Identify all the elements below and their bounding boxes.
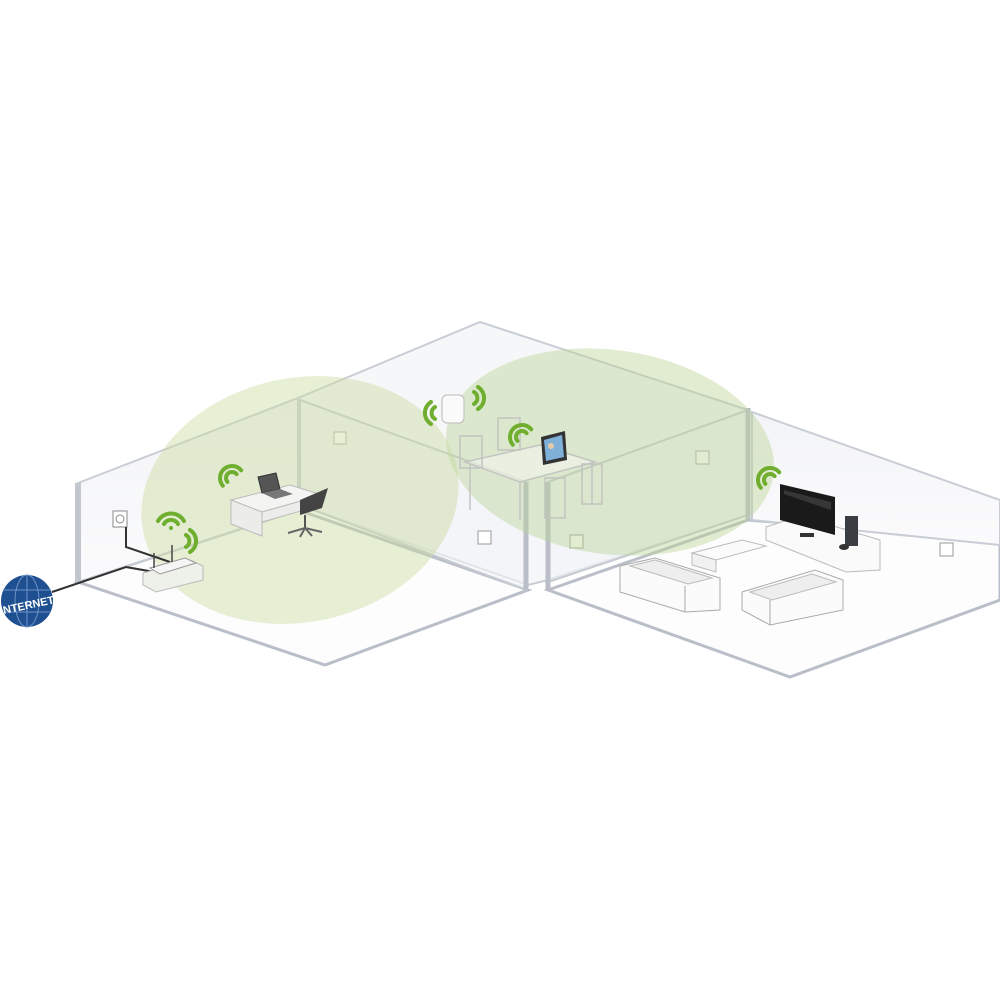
tablet-icon [541, 431, 567, 465]
laptop-icon [257, 472, 293, 499]
office-chair [287, 488, 328, 538]
sofa-right [741, 569, 844, 626]
power-outlet-icon [939, 542, 954, 557]
power-cable [125, 527, 171, 563]
wifi-icon [756, 466, 782, 490]
wifi-icon [423, 400, 437, 426]
power-outlet-icon [569, 534, 584, 549]
wifi-icon [508, 423, 534, 447]
sofa-left [619, 557, 721, 613]
tv-icon [780, 484, 835, 537]
globe-icon: INTERNET [0, 574, 56, 628]
game-console-icon [839, 516, 858, 550]
wifi-icon [156, 511, 186, 530]
power-outlet-icon [333, 431, 347, 445]
power-outlet-icon [477, 530, 492, 545]
wifi-icon [218, 464, 244, 488]
power-outlet-icon [112, 510, 128, 528]
router-icon [142, 545, 204, 593]
power-outlet-icon [695, 450, 710, 465]
coverage-area-repeater [445, 348, 775, 556]
wifi-icon [472, 385, 486, 411]
coffee-table [690, 539, 768, 573]
wifi-icon [184, 528, 198, 554]
repeater-icon [441, 394, 465, 424]
